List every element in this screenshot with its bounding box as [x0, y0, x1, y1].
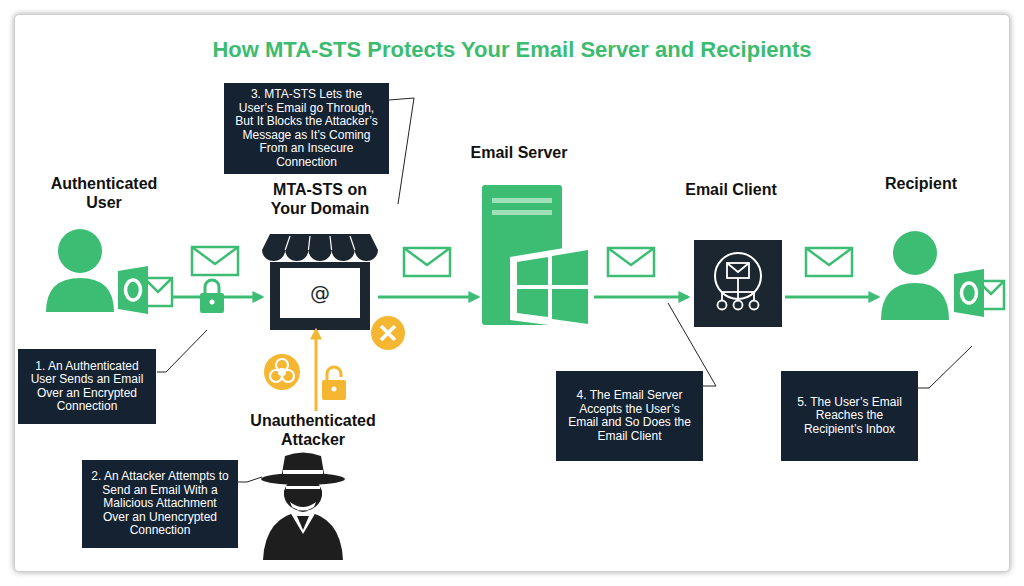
flow-arrow [315, 330, 318, 411]
heading-group: Unauthenticated Attacker [238, 411, 388, 449]
heading-group: MTA-STS on Your Domain [264, 180, 376, 218]
blocked-mark [371, 316, 405, 350]
callout-box: 1. An Authenticated User Sends an Email … [18, 349, 156, 424]
leader-line [157, 330, 207, 372]
actor-node: Recipient [878, 174, 1008, 322]
callout-box: 4. The Email Server Accepts the User’s E… [556, 371, 703, 461]
store-icon [262, 234, 378, 330]
node-heading: Authenticated User [42, 174, 166, 212]
attacker-icon [261, 453, 345, 561]
actor-node: Unauthenticated Attacker [245, 411, 390, 561]
heading-group: Email Server [444, 143, 594, 162]
heading-group: Email Client [666, 180, 796, 199]
heading-group: Recipient [856, 174, 986, 193]
flow-arrow [172, 296, 262, 299]
callout-box: 2. An Attacker Attempts to Send an Email… [82, 460, 238, 548]
node-heading: Recipient [856, 174, 986, 193]
leader-line [389, 98, 414, 204]
callout-text: 3. MTA-STS Lets the User’s Email go Thro… [233, 88, 380, 169]
actor-node: Email Client [688, 180, 785, 328]
envelope-icon [608, 248, 654, 276]
actor-node: MTA-STS on Your Domain [262, 180, 378, 330]
envelope-icon [806, 248, 852, 276]
user-icon [46, 229, 172, 314]
callout-text: 5. The User’s Email Reaches the Recipien… [790, 396, 909, 437]
at-symbol: @ [295, 280, 345, 306]
open-lock-icon [322, 367, 346, 400]
envelope-icon [192, 247, 238, 275]
node-heading: MTA-STS on Your Domain [264, 180, 376, 218]
callout-text: 2. An Attacker Attempts to Send an Email… [91, 470, 229, 538]
leader-line [918, 346, 972, 388]
envelope-icon [404, 248, 450, 276]
node-heading: Unauthenticated Attacker [238, 411, 388, 449]
callout-text: 4. The Email Server Accepts the User’s E… [565, 389, 694, 443]
diagram-title: How MTA-STS Protects Your Email Server a… [0, 37, 1024, 63]
flow-arrow [785, 296, 878, 299]
node-heading: Email Client [666, 180, 796, 199]
flow-arrow [378, 296, 478, 299]
callout-box: 5. The User’s Email Reaches the Recipien… [781, 371, 918, 461]
leader-line [238, 477, 262, 482]
actor-node: Authenticated User [36, 174, 172, 312]
callout-text: 1. An Authenticated User Sends an Email … [27, 360, 147, 414]
flow-arrow [594, 296, 688, 299]
email-client-icon [694, 240, 782, 327]
malware-icon [264, 354, 300, 390]
lock-icon [200, 280, 224, 313]
recipient-icon [881, 231, 1004, 320]
callout-box: 3. MTA-STS Lets the User’s Email go Thro… [224, 83, 389, 174]
actor-node: Email Server [478, 143, 594, 328]
node-heading: Email Server [444, 143, 594, 162]
server-icon [482, 185, 594, 331]
heading-group: Authenticated User [42, 174, 166, 212]
